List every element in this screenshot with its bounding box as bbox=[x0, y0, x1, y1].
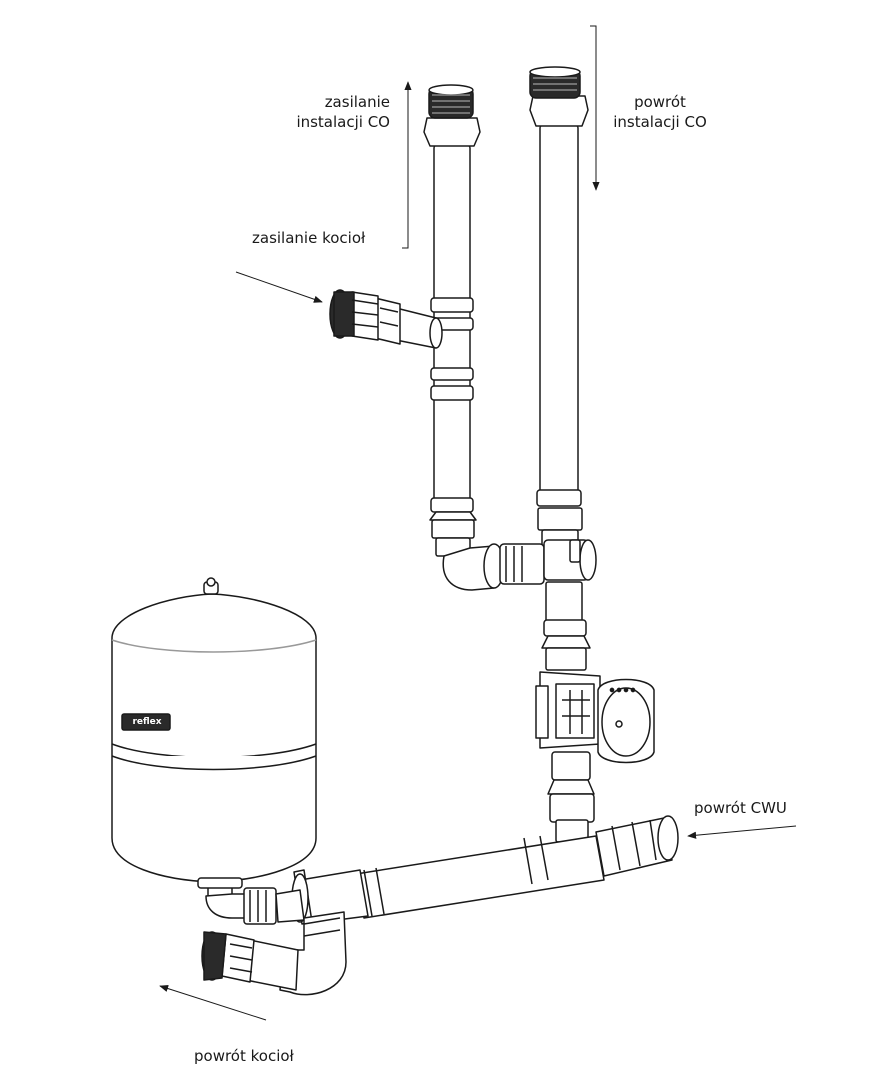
label-line: powrót bbox=[634, 93, 686, 111]
label-supply-boiler: zasilanie kocioł bbox=[252, 229, 366, 247]
pump-feed-pipe bbox=[541, 581, 591, 671]
label-line: instalacji CO bbox=[613, 113, 707, 131]
return-boiler-connector bbox=[201, 911, 347, 996]
tank-connection bbox=[205, 887, 305, 925]
supply-pipe-vertical bbox=[423, 84, 481, 557]
label-supply-installation: zasilanie instalacji CO bbox=[258, 92, 390, 132]
return-boiler-arrow bbox=[159, 985, 267, 1021]
return-dhw-arrow bbox=[687, 825, 797, 839]
supply-installation-arrow bbox=[402, 81, 412, 249]
tank-brand-logo: reflex bbox=[132, 717, 162, 727]
label-return-dhw: powrót CWU bbox=[694, 799, 787, 817]
label-return-installation: powrót instalacji CO bbox=[600, 92, 720, 132]
return-manifold bbox=[291, 815, 679, 925]
pump-outlet-pipe bbox=[547, 751, 595, 843]
supply-boiler-arrow bbox=[235, 271, 323, 303]
bypass-connection bbox=[442, 539, 597, 591]
label-return-boiler: powrót kocioł bbox=[194, 1047, 294, 1065]
supply-boiler-connector bbox=[329, 289, 443, 349]
return-installation-arrow bbox=[590, 25, 600, 191]
expansion-tank bbox=[111, 577, 317, 897]
label-line: zasilanie bbox=[324, 93, 390, 111]
circulation-pump bbox=[535, 671, 655, 764]
return-pipe-vertical bbox=[529, 66, 589, 551]
label-line: instalacji CO bbox=[296, 113, 390, 131]
